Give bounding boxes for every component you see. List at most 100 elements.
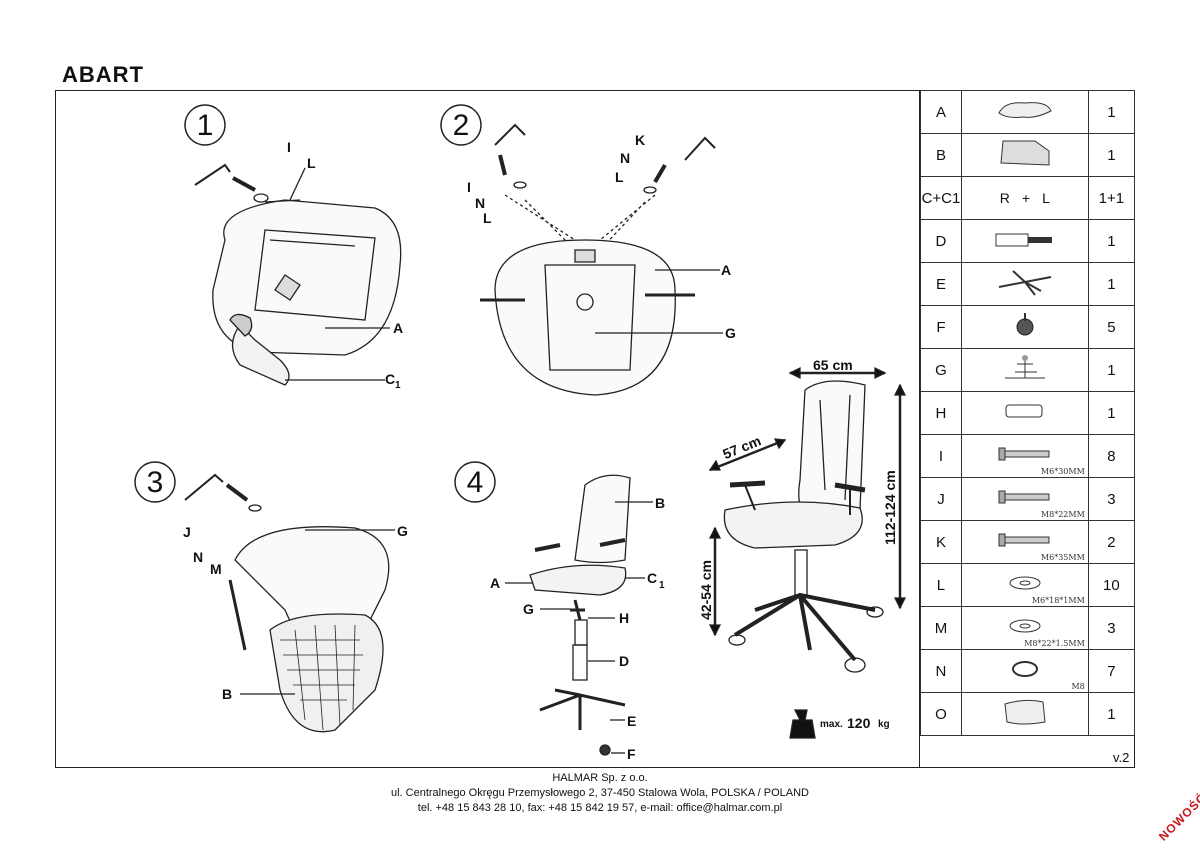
dimension-width: 65 cm xyxy=(813,357,853,373)
document-title: ABART xyxy=(62,62,144,87)
s2-label-k: K xyxy=(635,132,645,148)
part-image xyxy=(960,262,1089,306)
washer-icon xyxy=(1005,619,1045,640)
part-quantity: 10 xyxy=(1087,563,1136,607)
part-id: B xyxy=(920,133,962,177)
part-image xyxy=(960,348,1089,392)
part-spec: M6*35MM xyxy=(1040,553,1085,562)
assembly-diagram: 1 I L A C 1 2 xyxy=(134,104,907,762)
max-load-unit: kg xyxy=(878,719,890,730)
glove-icon xyxy=(995,699,1055,732)
s4-label-b: B xyxy=(655,495,665,511)
part-image: M8*22*1.5MM xyxy=(960,606,1089,650)
part-image xyxy=(960,219,1089,263)
backrest-icon xyxy=(995,140,1055,173)
s4-label-e: E xyxy=(627,713,636,729)
part-image: M8 xyxy=(960,649,1089,693)
part-quantity: 3 xyxy=(1087,606,1136,650)
part-image: M6*35MM xyxy=(960,520,1089,564)
step-1-badge xyxy=(184,104,226,146)
part-quantity: 2 xyxy=(1087,520,1136,564)
caster-icon xyxy=(1010,313,1040,343)
part-quantity: 1 xyxy=(1087,391,1136,435)
part-quantity: 1 xyxy=(1087,219,1136,263)
svg-text:1: 1 xyxy=(395,380,401,391)
part-id: F xyxy=(920,305,962,349)
cover-icon xyxy=(1000,404,1050,425)
s3-label-j: J xyxy=(183,524,191,540)
armrest-plus-label: + xyxy=(1021,189,1031,206)
part-quantity: 8 xyxy=(1087,434,1136,478)
part-spec: M8*22*1.5MM xyxy=(1024,639,1085,648)
part-quantity: 7 xyxy=(1087,649,1136,693)
step-3: 3 G J N M B xyxy=(134,461,408,733)
s2-label-i: I xyxy=(467,179,471,195)
part-quantity: 1 xyxy=(1087,262,1136,306)
step-2: 2 A G K N L I N L xyxy=(440,104,736,396)
part-id: I xyxy=(920,434,962,478)
s4-label-h: H xyxy=(619,610,629,626)
part-image: M8*22MM xyxy=(960,477,1089,521)
part-spec: M8 xyxy=(1071,682,1085,691)
step-4-number: 4 xyxy=(467,466,484,499)
s4-label-a: A xyxy=(490,575,500,591)
part-image: R+L xyxy=(960,176,1089,220)
part-spec: M8*22MM xyxy=(1040,510,1085,519)
part-spec: M6*30MM xyxy=(1040,467,1085,476)
part-image: M6*30MM xyxy=(960,434,1089,478)
step-3-number: 3 xyxy=(147,466,164,499)
part-quantity: 1 xyxy=(1087,90,1136,134)
footer-company: HALMAR Sp. z o.o. xyxy=(552,772,648,784)
s3-label-b: B xyxy=(222,686,232,702)
seat-icon xyxy=(995,102,1055,125)
bolt-icon xyxy=(995,533,1055,554)
star-base-icon xyxy=(995,270,1055,301)
footer-contact: tel. +48 15 843 28 10, fax: +48 15 842 1… xyxy=(417,802,783,814)
dimension-height: 112-124 cm xyxy=(882,470,898,545)
s3-label-m: M xyxy=(210,561,222,577)
s4-label-c1: C xyxy=(647,570,657,586)
part-quantity: 1 xyxy=(1087,348,1136,392)
part-id: A xyxy=(920,90,962,134)
s2-label-l: L xyxy=(615,169,624,185)
step-2-number: 2 xyxy=(453,109,470,142)
s2-label-n2: N xyxy=(475,195,485,211)
max-load: max. 120 kg xyxy=(789,709,890,739)
part-quantity: 3 xyxy=(1087,477,1136,521)
svg-text:1: 1 xyxy=(659,580,665,591)
max-load-value: 120 xyxy=(847,715,871,731)
s2-label-n: N xyxy=(620,150,630,166)
s2-label-g: G xyxy=(725,325,736,341)
part-quantity: 1+1 xyxy=(1087,176,1136,220)
max-load-label: max. xyxy=(820,719,843,730)
part-image xyxy=(960,133,1089,177)
part-quantity: 5 xyxy=(1087,305,1136,349)
part-id: N xyxy=(920,649,962,693)
part-image xyxy=(960,692,1089,736)
bolt-icon xyxy=(995,447,1055,468)
dimension-seat-height: 42-54 cm xyxy=(698,560,714,620)
step-1-number: 1 xyxy=(197,109,214,142)
bolt-icon xyxy=(995,490,1055,511)
s2-label-a: A xyxy=(721,262,731,278)
part-quantity: 1 xyxy=(1087,133,1136,177)
spring-washer-icon xyxy=(1005,661,1045,685)
part-id: L xyxy=(920,563,962,607)
s1-label-c1: C xyxy=(385,371,395,387)
s2-label-l2: L xyxy=(483,210,492,226)
s1-label-l: L xyxy=(307,155,316,171)
s3-label-n: N xyxy=(193,549,203,565)
part-id: H xyxy=(920,391,962,435)
gas-lift-icon xyxy=(990,233,1060,254)
